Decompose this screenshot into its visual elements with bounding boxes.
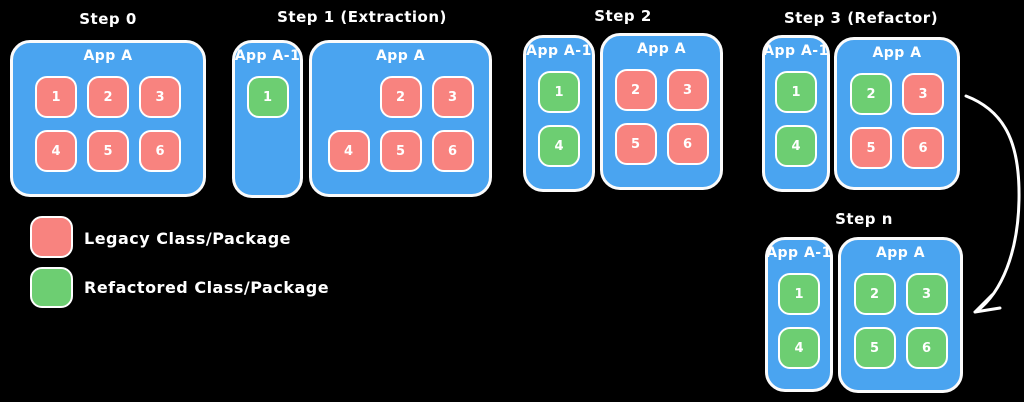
step1-app-a-container: App A 2 3 4 5 6 xyxy=(309,40,492,197)
app-a1-label: App A-1 xyxy=(763,43,829,59)
step2-title: Step 2 xyxy=(594,7,652,25)
class-package-cell: 2 xyxy=(853,273,896,315)
legend-refactored-label: Refactored Class/Package xyxy=(84,278,330,297)
class-package-cell: 6 xyxy=(902,127,944,169)
class-package-cell: 6 xyxy=(666,123,709,165)
stepn-title: Step n xyxy=(835,210,893,228)
class-package-cell: 3 xyxy=(905,273,948,315)
class-package-cell: 2 xyxy=(850,73,892,115)
step0-app-a-container: App A 1 2 3 4 5 6 xyxy=(10,40,206,197)
class-package-cell: 6 xyxy=(905,327,948,369)
step1-app-a1-grid: 1 xyxy=(246,76,289,118)
stepn-app-a1-grid: 1 4 xyxy=(778,273,820,369)
step2-app-a1-grid: 1 4 xyxy=(538,71,580,167)
class-package-cell: 1 xyxy=(35,76,77,118)
legend-legacy-label: Legacy Class/Package xyxy=(84,229,292,248)
legend-refactored-swatch xyxy=(30,267,73,308)
class-package-cell: 5 xyxy=(614,123,657,165)
class-package-cell: 4 xyxy=(327,130,370,172)
app-a-label: App A xyxy=(636,41,687,57)
step1-title: Step 1 (Extraction) xyxy=(277,8,447,26)
class-package-cell: 5 xyxy=(853,327,896,369)
class-package-cell: 3 xyxy=(431,76,474,118)
class-package-cell: 1 xyxy=(775,71,817,113)
app-a-label: App A xyxy=(83,48,133,64)
class-package-cell: 6 xyxy=(431,130,474,172)
step3-app-a1-grid: 1 4 xyxy=(775,71,817,167)
class-package-cell: 5 xyxy=(379,130,422,172)
step2-app-a1-container: App A-1 1 4 xyxy=(523,35,595,192)
stepn-app-a1-container: App A-1 1 4 xyxy=(765,237,833,392)
app-a-label: App A xyxy=(872,45,922,61)
class-package-cell: 5 xyxy=(87,130,129,172)
stepn-app-a-container: App A 2 3 5 6 xyxy=(838,237,963,393)
class-package-cell: 4 xyxy=(35,130,77,172)
class-package-cell: 1 xyxy=(778,273,820,315)
class-package-cell: 6 xyxy=(139,130,181,172)
class-package-cell: 3 xyxy=(139,76,181,118)
step1-app-a-grid: 2 3 4 5 6 xyxy=(327,76,474,172)
app-a-label: App A xyxy=(375,48,426,64)
class-package-cell: 1 xyxy=(538,71,580,113)
app-a1-label: App A-1 xyxy=(526,43,592,59)
step3-app-a-container: App A 2 3 5 6 xyxy=(834,37,960,190)
step0-app-a-grid: 1 2 3 4 5 6 xyxy=(35,76,181,172)
app-a1-label: App A-1 xyxy=(234,48,301,64)
class-package-cell: 5 xyxy=(850,127,892,169)
class-package-cell: 4 xyxy=(538,125,580,167)
stepn-app-a-grid: 2 3 5 6 xyxy=(853,273,948,369)
step2-app-a-container: App A 2 3 5 6 xyxy=(600,33,723,190)
step3-title: Step 3 (Refactor) xyxy=(783,9,939,27)
step1-app-a1-container: App A-1 1 xyxy=(232,40,303,198)
app-a1-label: App A-1 xyxy=(766,245,832,261)
step2-app-a-grid: 2 3 5 6 xyxy=(614,69,709,165)
class-package-cell: 2 xyxy=(379,76,422,118)
class-package-cell: 4 xyxy=(778,327,820,369)
class-package-cell: 1 xyxy=(246,76,289,118)
legend-legacy-swatch xyxy=(30,216,73,258)
class-package-cell: 2 xyxy=(614,69,657,111)
class-package-cell: 4 xyxy=(775,125,817,167)
step3-app-a1-container: App A-1 1 4 xyxy=(762,35,830,192)
step3-app-a-grid: 2 3 5 6 xyxy=(850,73,944,169)
class-package-cell: 3 xyxy=(666,69,709,111)
app-a-label: App A xyxy=(875,245,926,261)
class-package-cell: 2 xyxy=(87,76,129,118)
class-package-cell: 3 xyxy=(902,73,944,115)
step0-title: Step 0 xyxy=(79,10,137,28)
